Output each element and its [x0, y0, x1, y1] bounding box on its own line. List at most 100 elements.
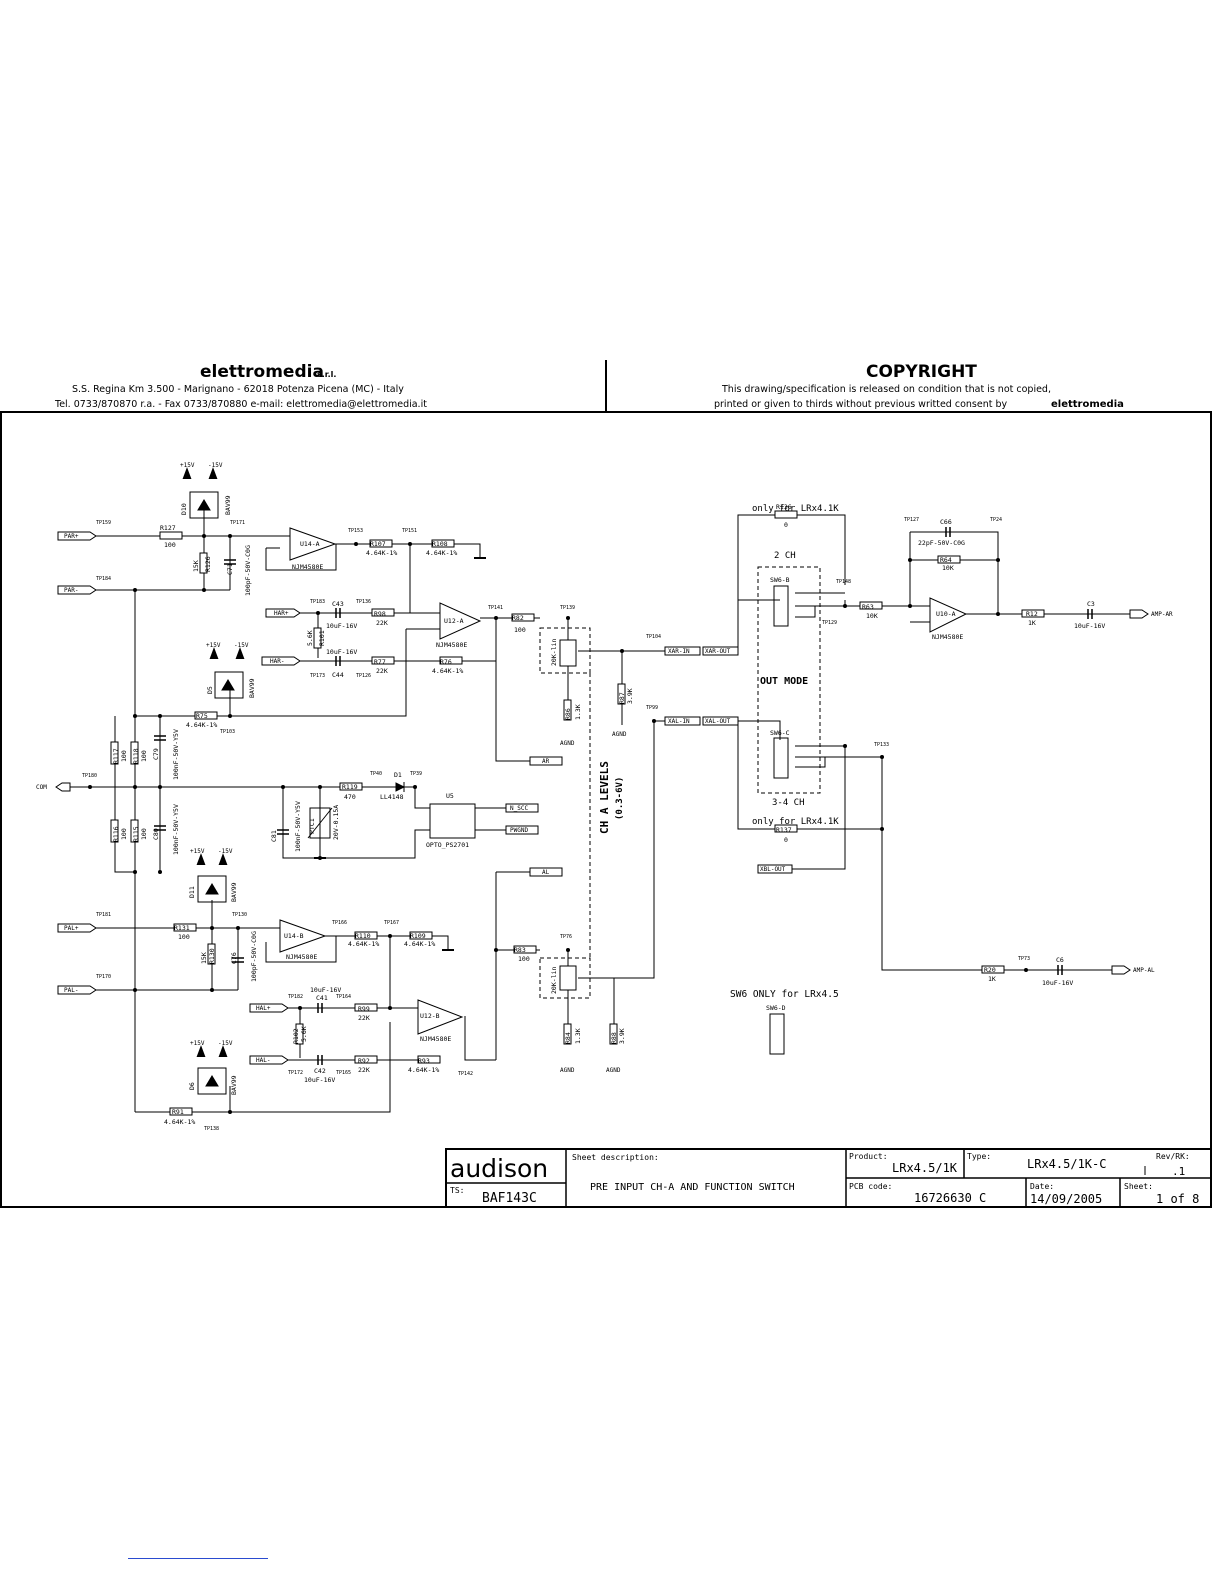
lbl-sw6d: SW6-D: [766, 1004, 786, 1012]
lbl-c41-val: 10uF-16V: [310, 986, 341, 994]
lbl-r86-val: 1.3K: [574, 704, 582, 720]
pcb-label: PCB code:: [849, 1182, 892, 1191]
lbl-r126: R126: [204, 556, 212, 572]
note-ch-a-levels: CH A LEVELS: [598, 761, 611, 834]
type-label: Type:: [967, 1152, 991, 1161]
lbl-r107-val: 4.64K-1%: [366, 549, 397, 557]
net-n-scc: N_SCC: [510, 805, 528, 812]
ts-label: TS:: [450, 1186, 464, 1195]
lbl-r63-val: 10K: [866, 612, 878, 620]
lbl-u14b-part: NJM4580E: [286, 953, 317, 961]
lbl-r117: R117: [112, 748, 120, 764]
note-2ch: 2 CH: [774, 551, 796, 561]
lbl-r116: R116: [112, 826, 120, 842]
lbl-r91: R91: [172, 1108, 184, 1116]
lbl-r87: R87: [618, 692, 626, 704]
tp-label: TP104: [646, 634, 661, 640]
lbl-r102-val: 5.6K: [300, 1026, 308, 1042]
tp-label: TP182: [288, 994, 303, 1000]
lbl-r87-val: 3.9K: [626, 688, 634, 704]
tp-label: TP126: [356, 673, 371, 679]
product-value: LRx4.5/1K: [892, 1161, 958, 1175]
lbl-u12b-part: NJM4580E: [420, 1035, 451, 1043]
net-hal-neg: HAL-: [256, 1057, 270, 1064]
lbl-c66-val: 22pF-50V-C0G: [918, 539, 965, 547]
lbl-r101: R101: [318, 630, 326, 646]
date-value: 14/09/2005: [1030, 1192, 1102, 1206]
net-n15v-1: -15V: [208, 462, 223, 469]
net-pwgnd: PWGND: [510, 827, 528, 834]
tp-label: TP103: [220, 729, 235, 735]
lbl-c6-val: 10uF-16V: [1042, 979, 1073, 987]
title-block: audison TS: BAF143C Sheet description: P…: [445, 1148, 1212, 1208]
lbl-r107: R107: [370, 540, 386, 548]
lbl-r82: R82: [512, 614, 524, 622]
tp-label: TP173: [310, 673, 325, 679]
tp-label: TP153: [348, 528, 363, 534]
net-pal-neg: PAL-: [64, 987, 78, 994]
lbl-ptc1-val: 20V-0.15A: [332, 805, 340, 840]
note-ch-a-range: (0.3-6V): [615, 777, 625, 820]
lbl-r99: R99: [358, 1005, 370, 1013]
lbl-u12a: U12-A: [444, 617, 464, 625]
lbl-c43: C43: [332, 600, 344, 608]
tp-label: TP130: [232, 912, 247, 918]
lbl-d11-part: BAV99: [230, 882, 238, 902]
net-amp-ar: AMP-AR: [1151, 611, 1173, 618]
date-label: Date:: [1030, 1182, 1054, 1191]
lbl-r131-val: 100: [178, 933, 190, 941]
lbl-r12-val: 1K: [1028, 619, 1036, 627]
lbl-r137: R137: [776, 826, 792, 834]
lbl-r115: R115: [132, 826, 140, 842]
net-com: COM: [36, 784, 47, 791]
lbl-r115-val: 100: [140, 828, 148, 840]
company-name: elettromedia: [200, 362, 324, 382]
lbl-r99-val: 22K: [358, 1014, 370, 1022]
tp-label: TP40: [370, 771, 382, 777]
lbl-c43-val: 10uF-16V: [326, 622, 357, 630]
lbl-r110: R110: [355, 932, 371, 940]
lbl-u12a-part: NJM4580E: [436, 641, 467, 649]
tp-label: TP165: [336, 1070, 351, 1076]
lbl-d6-part: BAV99: [230, 1075, 238, 1095]
tp-label: TP170: [96, 974, 111, 980]
lbl-r84-val: 1.3K: [574, 1028, 582, 1044]
lbl-r118: R118: [132, 748, 140, 764]
lbl-pot-upper: 20K-lin: [550, 639, 558, 666]
lbl-r93: R93: [418, 1057, 430, 1065]
lbl-c42-val: 10uF-16V: [304, 1076, 335, 1084]
net-agnd-1: AGND: [560, 740, 575, 747]
sheet-header: elettromedia s.r.l. S.S. Regina Km 3.500…: [54, 360, 1124, 412]
tp-label: TP167: [384, 920, 399, 926]
net-n15v-4: -15V: [218, 1040, 233, 1047]
lbl-r130: R130: [208, 948, 216, 964]
lbl-r63: R63: [862, 603, 874, 611]
net-agnd-3: AGND: [560, 1067, 575, 1074]
net-agnd-2: AGND: [612, 731, 627, 738]
tp-label: TP76: [560, 934, 572, 940]
net-agnd-4: AGND: [606, 1067, 621, 1074]
lbl-u10a-part: NJM4580E: [932, 633, 963, 641]
note-out-mode: OUT MODE: [760, 676, 808, 687]
net-xar-in: XAR-IN: [668, 648, 690, 655]
resistors: [110, 510, 1045, 1116]
tp-label: TP183: [310, 599, 325, 605]
lbl-r108-val: 4.64K-1%: [426, 549, 457, 557]
lbl-c3: C3: [1087, 600, 1095, 608]
tp-label: TP171: [230, 520, 245, 526]
dashed-boxes: [539, 566, 821, 999]
op-amps: [279, 527, 968, 1035]
lbl-r102: R102: [292, 1028, 300, 1044]
tp-label: TP172: [288, 1070, 303, 1076]
lbl-u14a: U14-A: [300, 540, 320, 548]
tp-label: TP164: [336, 994, 351, 1000]
net-har-neg: HAR-: [270, 658, 284, 665]
copyright-line-1: This drawing/specification is released o…: [721, 384, 1051, 395]
rev-label: Rev/RK:: [1156, 1152, 1190, 1161]
lbl-c76-val: 100pF-50V-C0G: [250, 931, 258, 982]
sheet-value: 1 of 8: [1156, 1192, 1199, 1206]
lbl-r91-val: 4.64K-1%: [164, 1118, 195, 1126]
lbl-c44: C44: [332, 671, 344, 679]
lbl-r126-val: 15K: [192, 560, 200, 572]
lbl-d10-part: BAV99: [224, 495, 232, 515]
